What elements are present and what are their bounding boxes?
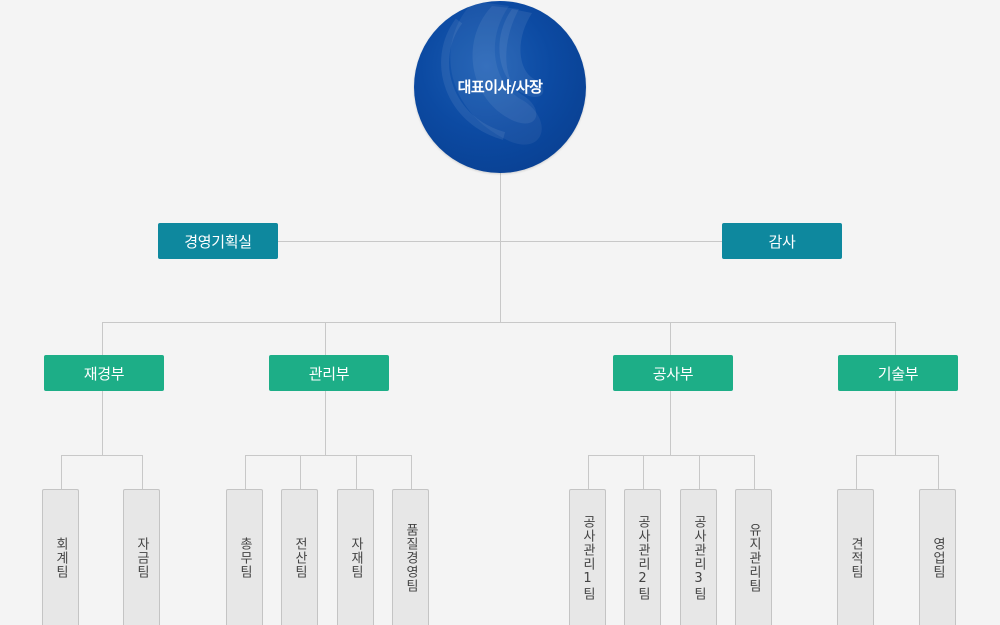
ceo-node: 대표이사/사장 (414, 1, 586, 173)
department-label: 기술부 (877, 364, 919, 383)
team-label: 총무팀 (237, 536, 252, 579)
team-box: 총무팀 (226, 489, 263, 625)
team-box: 품질경영팀 (392, 489, 429, 625)
department-label: 관리부 (308, 364, 350, 383)
team-label: 영업팀 (930, 536, 945, 579)
team-label: 유지관리팀 (746, 522, 761, 593)
ceo-emblem-swirl (441, 1, 544, 145)
team-label: 품질경영팀 (403, 522, 418, 593)
team-box: 자금팀 (123, 489, 160, 625)
team-box: 공사관리3팀 (680, 489, 717, 625)
team-label: 견적팀 (848, 536, 863, 579)
team-label: 전산팀 (292, 536, 307, 579)
team-box: 공사관리1팀 (569, 489, 606, 625)
team-box: 회계팀 (42, 489, 79, 625)
team-label: 공사관리2팀 (635, 514, 650, 601)
department-box-management: 관리부 (269, 355, 389, 391)
team-box: 전산팀 (281, 489, 318, 625)
team-label: 공사관리1팀 (580, 514, 595, 601)
team-label: 공사관리3팀 (691, 514, 706, 601)
department-label: 공사부 (652, 364, 694, 383)
staff-label-audit: 감사 (768, 232, 796, 251)
staff-box-audit: 감사 (722, 223, 842, 259)
team-box: 자재팀 (337, 489, 374, 625)
staff-box-planning: 경영기획실 (158, 223, 278, 259)
department-label: 재경부 (83, 364, 125, 383)
ceo-label: 대표이사/사장 (457, 78, 543, 96)
team-box: 영업팀 (919, 489, 956, 625)
team-label: 자금팀 (134, 536, 149, 579)
team-box: 공사관리2팀 (624, 489, 661, 625)
department-box-finance: 재경부 (44, 355, 164, 391)
department-box-technology: 기술부 (838, 355, 958, 391)
staff-label-planning: 경영기획실 (184, 232, 252, 251)
team-box: 유지관리팀 (735, 489, 772, 625)
team-label: 회계팀 (53, 536, 68, 579)
team-label: 자재팀 (348, 536, 363, 579)
team-box: 견적팀 (837, 489, 874, 625)
department-box-construction: 공사부 (613, 355, 733, 391)
